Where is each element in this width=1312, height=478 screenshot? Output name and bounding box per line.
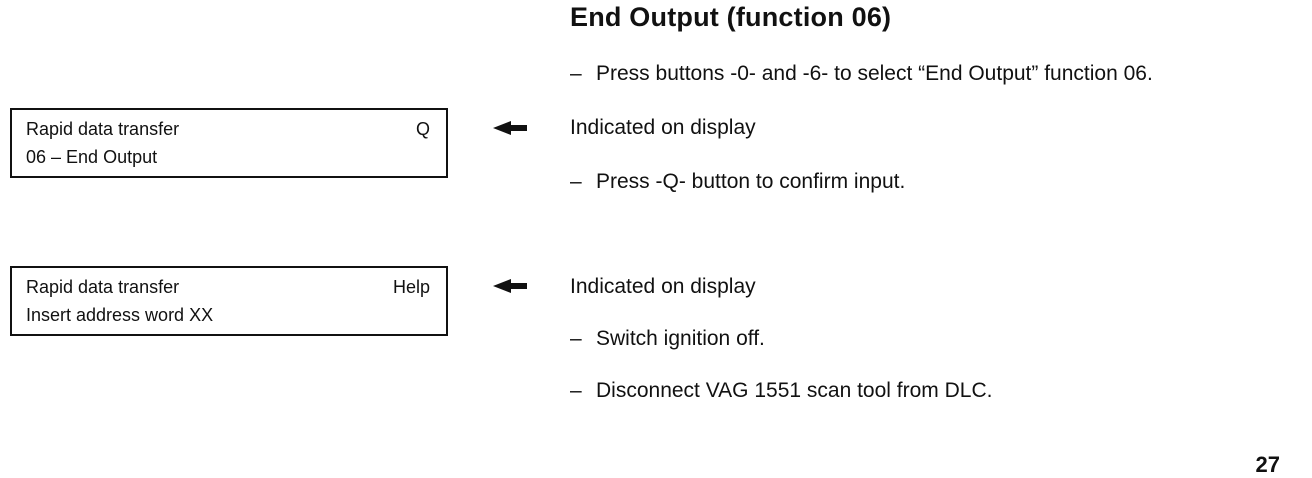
pointer-arrow-icon — [493, 121, 527, 135]
display-box-address-word: Rapid data transfer Help Insert address … — [10, 266, 448, 336]
dash: – — [570, 170, 582, 193]
dash: – — [570, 379, 582, 402]
display-key-hint: Q — [415, 119, 430, 139]
display-key-hint: Help — [392, 277, 430, 297]
step-ignition-off: –Switch ignition off. — [570, 327, 765, 351]
page-number: 27 — [1255, 452, 1280, 477]
step-indicated-display-1: Indicated on display — [570, 116, 756, 139]
step-indicated-display-2: Indicated on display — [570, 275, 756, 298]
display-line-1: Rapid data transfer Help — [26, 277, 430, 298]
dash: – — [570, 327, 582, 350]
step-confirm-input: –Press -Q- button to confirm input. — [570, 170, 905, 194]
step-text: Press buttons -0- and -6- to select “End… — [596, 62, 1153, 85]
step-text: Disconnect VAG 1551 scan tool from DLC. — [596, 379, 993, 402]
display-box-end-output: Rapid data transfer Q 06 – End Output — [10, 108, 448, 178]
display-mode-label: Rapid data transfer — [26, 119, 180, 139]
display-line-1: Rapid data transfer Q — [26, 119, 430, 140]
section-title: End Output (function 06) — [570, 2, 892, 32]
display-prompt-label: Insert address word XX — [26, 305, 214, 325]
display-line-2: 06 – End Output — [26, 147, 430, 168]
step-text: Switch ignition off. — [596, 327, 765, 350]
pointer-arrow-icon — [493, 279, 527, 293]
step-text: Press -Q- button to confirm input. — [596, 170, 906, 193]
display-mode-label: Rapid data transfer — [26, 277, 180, 297]
display-line-2: Insert address word XX — [26, 305, 430, 326]
step-select-function: –Press buttons -0- and -6- to select “En… — [570, 62, 1153, 86]
display-function-label: 06 – End Output — [26, 147, 158, 167]
step-disconnect-tool: –Disconnect VAG 1551 scan tool from DLC. — [570, 379, 992, 403]
dash: – — [570, 62, 582, 85]
